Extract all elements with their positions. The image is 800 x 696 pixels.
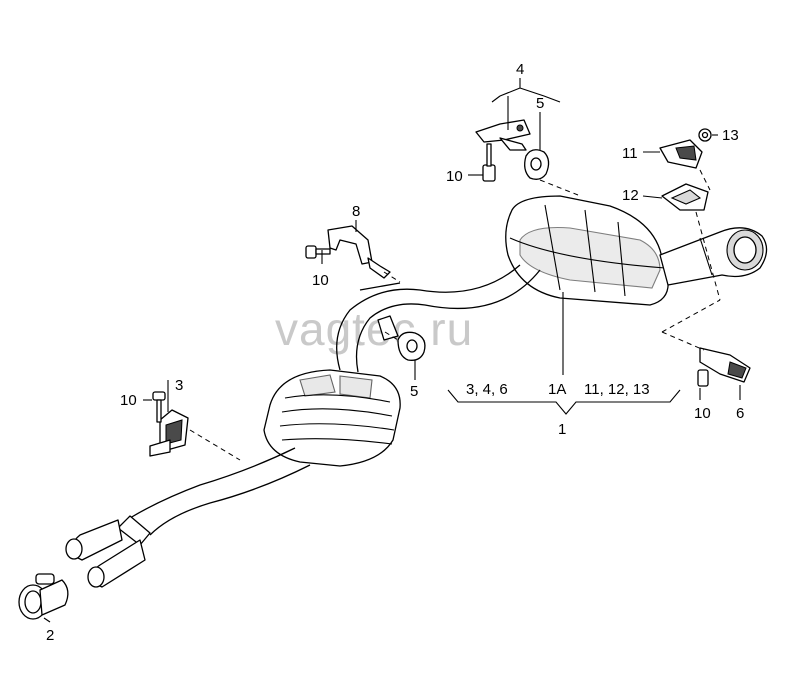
callout-8: 8 [352, 203, 360, 220]
center-pipe [336, 264, 541, 373]
bracket-6 [661, 299, 751, 383]
bolt-10-right [697, 369, 709, 387]
callout-group-right: 11, 12, 13 [584, 381, 650, 398]
callout-10-top: 10 [446, 168, 463, 185]
bracket-8 [327, 225, 401, 283]
bracket-12 [661, 169, 721, 301]
clamp-11 [659, 139, 703, 169]
bolt-10-left [152, 391, 166, 423]
callout-11: 11 [622, 145, 638, 162]
rubber-mount-5-top [524, 149, 579, 196]
bolt-10-top-left [305, 245, 331, 259]
callout-10-left: 10 [312, 272, 329, 289]
callout-2: 2 [46, 627, 54, 644]
bolt-10-top [482, 143, 496, 182]
callout-4: 4 [516, 61, 524, 78]
callout-group-left: 3, 4, 6 [466, 381, 508, 398]
bracket-3 [149, 409, 241, 461]
clamp-2 [18, 573, 69, 620]
front-pipe [65, 447, 311, 588]
leader-lines [43, 78, 741, 623]
bracket-4 [475, 119, 531, 151]
callout-13: 13 [722, 127, 739, 144]
callout-1a: 1A [548, 381, 566, 398]
callout-5-middle: 5 [410, 383, 418, 400]
callout-1: 1 [558, 421, 566, 438]
callout-10-bottom-left: 10 [120, 392, 137, 409]
callout-3: 3 [175, 377, 183, 394]
rubber-mount-5-middle [377, 315, 426, 361]
rear-silencer [505, 195, 768, 306]
callout-10-right: 10 [694, 405, 711, 422]
callout-5-top: 5 [536, 95, 544, 112]
center-silencer [263, 369, 401, 467]
callout-6: 6 [736, 405, 744, 422]
nut-13 [698, 128, 712, 142]
watermark: vagtec.ru [275, 303, 473, 355]
callout-12: 12 [622, 187, 639, 204]
